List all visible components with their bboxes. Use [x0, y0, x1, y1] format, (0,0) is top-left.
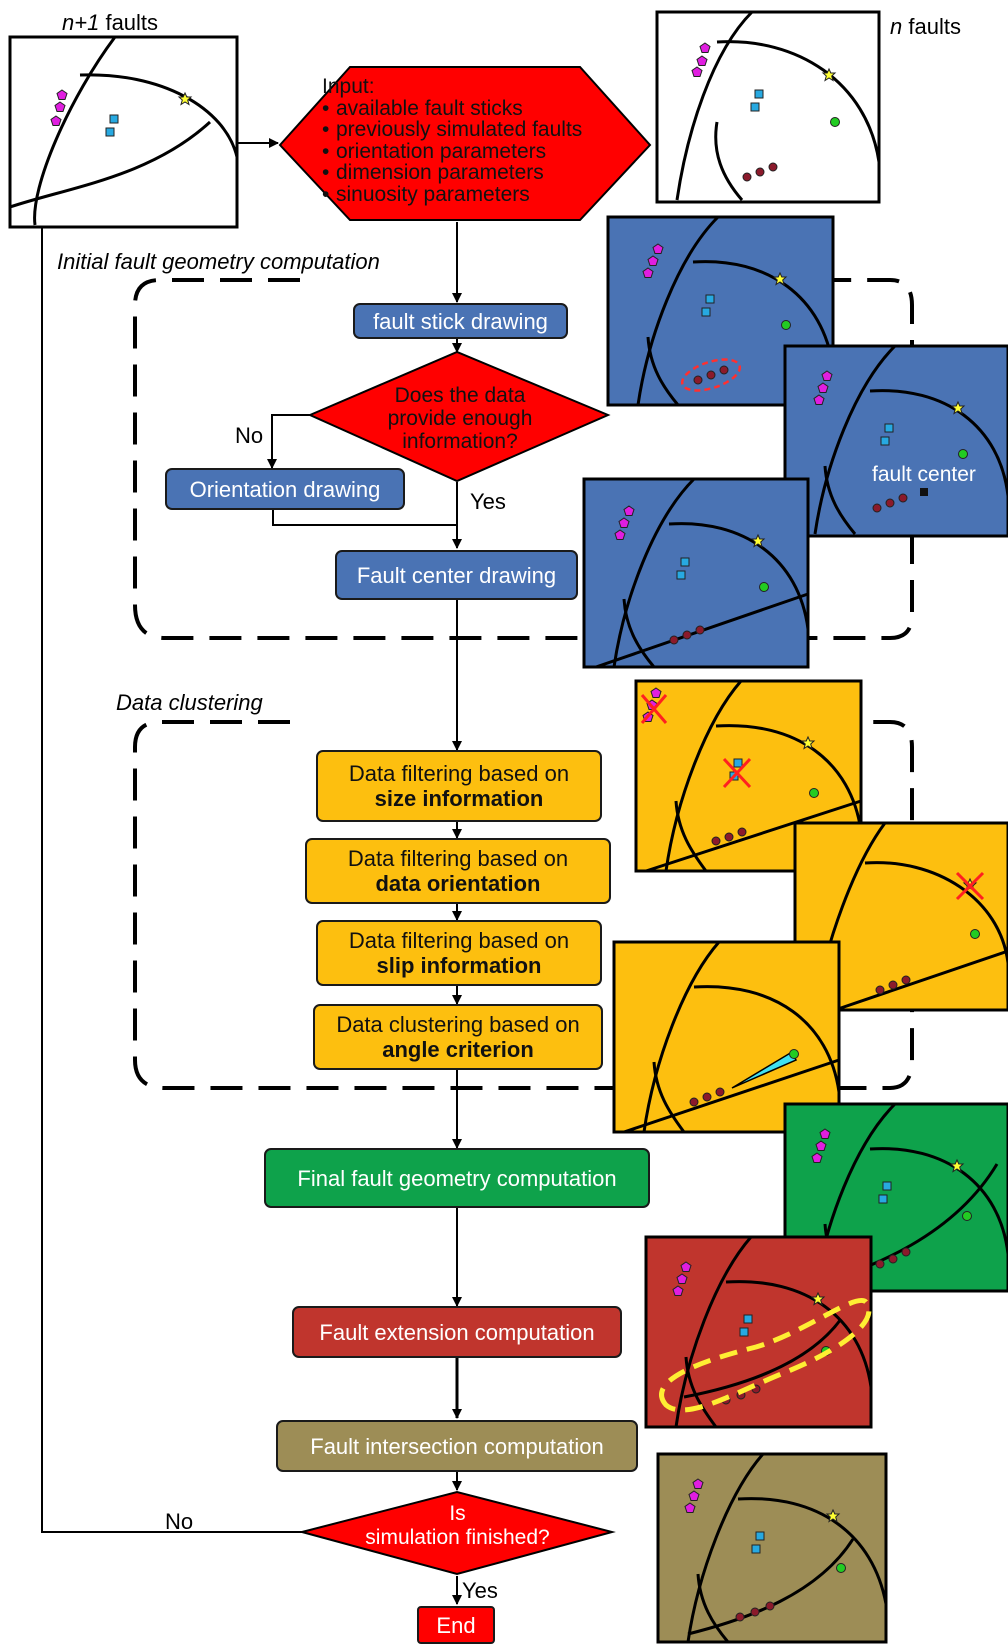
step-label: Final fault geometry computation: [297, 1165, 617, 1191]
dashed-group-initial: [133, 278, 914, 640]
section-title-initial: Initial fault geometry computation: [57, 249, 380, 274]
input-title: Input:: [322, 75, 375, 98]
label-yes-mid: Yes: [470, 489, 506, 514]
decision-simulation-finished-text: Is simulation finished?: [345, 1502, 570, 1550]
end-terminal: End: [417, 1606, 495, 1644]
decision-diamond-simulation-finished: [298, 1490, 616, 1576]
end-label: End: [436, 1612, 476, 1638]
decision-diamond-enough-information: [307, 350, 611, 483]
input-item: orientation parameters: [322, 140, 662, 163]
step-label-bold: data orientation: [375, 871, 541, 896]
step-label: Data clustering based on: [336, 1012, 580, 1037]
step-label-bold: slip information: [376, 953, 542, 978]
label-fault-center: fault center: [872, 463, 976, 486]
panel-fault-extension: [644, 1235, 873, 1429]
connectors: [41, 138, 462, 1605]
label-n-plus-1-faults: n+1 faults: [62, 10, 158, 36]
label-no-left: No: [235, 423, 264, 448]
step-label: Fault center drawing: [356, 562, 557, 588]
step-filter-orientation: Data filtering based on data orientation: [305, 838, 611, 904]
dashed-group-clustering: [133, 720, 914, 1090]
panel-fault-line: [582, 477, 810, 669]
n-plus-1-var: n+1: [62, 10, 100, 35]
label-n-faults: n faults: [890, 14, 961, 40]
step-fault-intersection: Fault intersection computation: [276, 1420, 638, 1472]
decision-enough-information-text: Does the data provide enough information…: [387, 384, 533, 453]
input-item: sinuosity parameters: [322, 183, 662, 206]
step-label: fault stick drawing: [373, 308, 548, 334]
input-item: dimension parameters: [322, 162, 662, 184]
step-filter-size: Data filtering based on size information: [316, 750, 602, 822]
step-label: Data filtering based on: [348, 928, 570, 953]
step-label: Fault extension computation: [319, 1319, 595, 1345]
step-filter-slip: Data filtering based on slip information: [316, 920, 602, 986]
n-plus-1-text: faults: [105, 10, 159, 35]
step-label: Fault intersection computation: [310, 1433, 604, 1459]
panel-fault-intersection: [656, 1452, 888, 1644]
input-item: available fault sticks: [322, 97, 662, 120]
panel-n-plus-1: [8, 35, 239, 229]
step-fault-center-drawing: Fault center drawing: [335, 550, 578, 600]
n-var: n: [890, 14, 903, 39]
step-fault-extension: Fault extension computation: [292, 1306, 622, 1358]
label-no-bottom: No: [165, 1509, 194, 1534]
label-yes-bottom: Yes: [462, 1578, 498, 1603]
step-label: Orientation drawing: [189, 476, 381, 502]
decision-line: Is: [449, 1502, 466, 1525]
step-label: Data filtering based on: [347, 846, 569, 871]
input-item: previously simulated faults: [322, 119, 662, 141]
section-title-clustering: Data clustering: [116, 690, 263, 715]
panel-n-faults: [655, 10, 881, 204]
panel-fault-center: [783, 344, 1008, 538]
decision-line: simulation finished?: [365, 1526, 550, 1549]
step-label-bold: size information: [374, 786, 544, 811]
step-label: Data filtering based on: [348, 761, 570, 786]
step-fault-stick-drawing: fault stick drawing: [353, 303, 568, 339]
step-final-geometry: Final fault geometry computation: [264, 1148, 650, 1208]
input-list: Input: available fault sticks previously…: [322, 76, 662, 205]
step-cluster-angle: Data clustering based on angle criterion: [313, 1004, 603, 1070]
n-text: faults: [908, 14, 961, 39]
step-label-bold: angle criterion: [382, 1037, 534, 1062]
step-orientation-drawing: Orientation drawing: [165, 468, 405, 510]
panel-angle-criterion: [612, 940, 841, 1134]
